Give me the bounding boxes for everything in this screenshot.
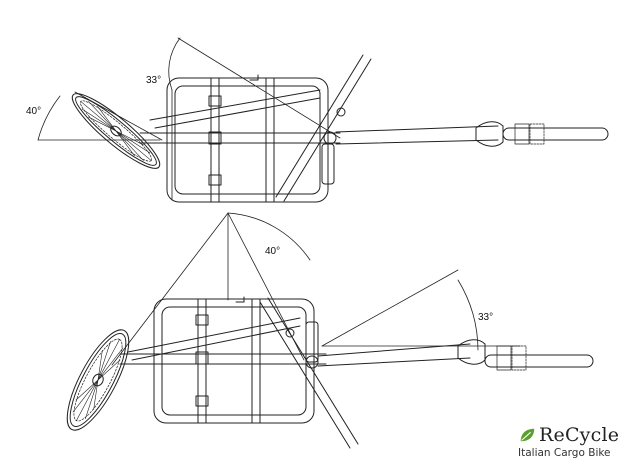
reference-line-33deg [321, 269, 459, 347]
angle-label-top-left: 40° [26, 106, 42, 117]
top-frame-outer [166, 77, 329, 203]
bottom-wheel [66, 329, 130, 431]
brand-name: ReCycle [539, 424, 620, 446]
top-frame-inner [174, 85, 321, 195]
top-wheel [71, 93, 161, 169]
brand-logo: ReCycle Italian Cargo Bike [518, 424, 626, 468]
top-trailer-view [37, 37, 609, 203]
angle-label-top-upper: 33° [146, 75, 162, 86]
angle-arc-40 [37, 95, 61, 141]
reference-line-33deg-top [177, 37, 341, 139]
brand-tagline: Italian Cargo Bike [518, 447, 611, 459]
angle-label-bottom-right: 33° [478, 312, 494, 323]
bottom-trailer-view [66, 212, 594, 449]
leaf-icon [520, 428, 535, 442]
bottom-frame-inner [161, 306, 307, 416]
reference-line-40deg-left [111, 212, 229, 366]
angle-arc-33 [168, 37, 181, 91]
angle-label-bottom-upper: 40° [265, 246, 281, 257]
angle-arc-40 [227, 212, 311, 261]
angle-arc-33 [457, 279, 479, 351]
bottom-frame-outer [153, 298, 315, 424]
